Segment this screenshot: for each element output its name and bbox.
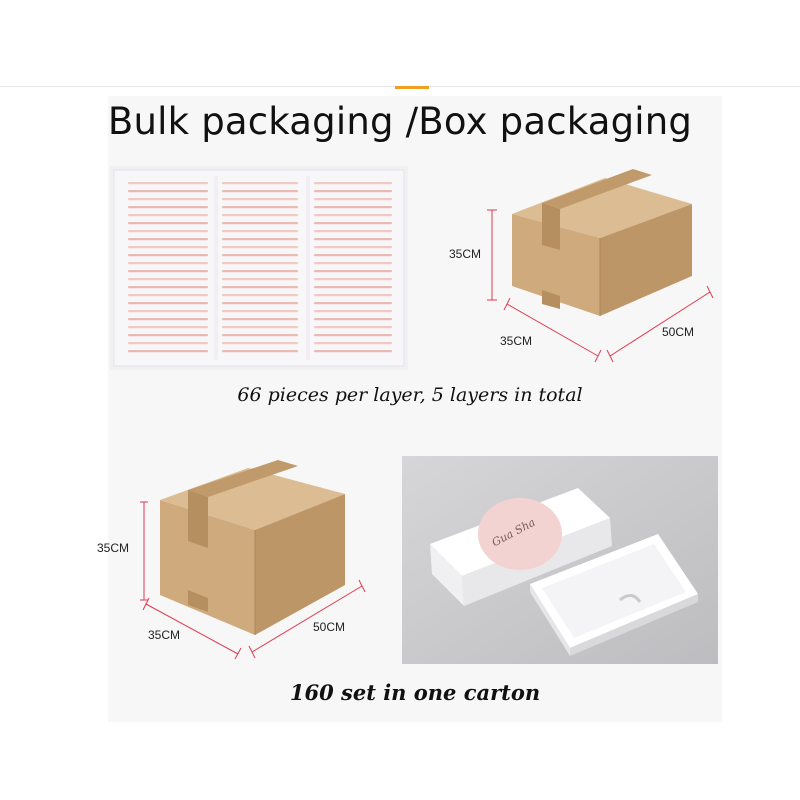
box-caption: 160 set in one carton — [289, 680, 541, 705]
tray-divider — [214, 176, 218, 360]
tray-piece — [222, 254, 298, 257]
tray-piece — [128, 222, 208, 225]
tray-piece — [128, 198, 208, 201]
tray-piece — [128, 294, 208, 297]
tray-piece — [222, 222, 298, 225]
tray-piece — [314, 262, 392, 265]
tray-piece — [222, 286, 298, 289]
tray-piece — [128, 182, 208, 185]
tray-divider — [306, 176, 310, 360]
tray-piece — [314, 342, 392, 345]
tray-piece — [314, 294, 392, 297]
tray-piece — [314, 206, 392, 209]
carton-box-bottom — [160, 460, 345, 635]
tray-piece — [314, 246, 392, 249]
width-label-bottom: 35CM — [148, 628, 181, 642]
carton-box-top — [512, 169, 692, 316]
bulk-tray-photo — [110, 166, 408, 370]
tray-piece — [314, 230, 392, 233]
tray-piece — [314, 350, 392, 353]
length-label-top: 50CM — [662, 325, 695, 339]
tray-piece — [314, 278, 392, 281]
dimension-lines-bottom — [140, 501, 366, 660]
tray-piece — [314, 238, 392, 241]
tray-piece — [222, 198, 298, 201]
width-label-top: 35CM — [500, 334, 533, 348]
tray-piece — [314, 318, 392, 321]
tray-piece — [128, 318, 208, 321]
tray-piece — [222, 262, 298, 265]
tray-piece — [222, 278, 298, 281]
tray-piece — [222, 190, 298, 193]
length-label-bottom: 50CM — [313, 620, 346, 634]
tray-piece — [314, 222, 392, 225]
tray-piece — [314, 270, 392, 273]
dimension-lines-top — [487, 209, 714, 363]
tray-piece — [222, 326, 298, 329]
tray-piece — [128, 190, 208, 193]
tray-piece — [128, 278, 208, 281]
tray-piece — [222, 182, 298, 185]
tray-piece — [222, 302, 298, 305]
tray-piece — [128, 286, 208, 289]
tray-piece — [128, 214, 208, 217]
tray-piece — [128, 310, 208, 313]
tray-piece — [128, 326, 208, 329]
tray-piece — [314, 254, 392, 257]
tray-piece — [128, 262, 208, 265]
tray-piece — [128, 302, 208, 305]
tray-piece — [314, 198, 392, 201]
tray-piece — [314, 182, 392, 185]
height-label-top: 35CM — [449, 247, 482, 261]
tray-piece — [222, 310, 298, 313]
tray-piece — [314, 190, 392, 193]
tray-piece — [314, 310, 392, 313]
tray-piece — [128, 342, 208, 345]
tray-piece — [222, 238, 298, 241]
tray-piece — [128, 246, 208, 249]
tray-piece — [128, 254, 208, 257]
tray-piece — [128, 206, 208, 209]
tray-piece — [222, 270, 298, 273]
tray-piece — [222, 318, 298, 321]
page-title: Bulk packaging /Box packaging — [107, 100, 693, 143]
tray-piece — [222, 350, 298, 353]
tray-piece — [128, 270, 208, 273]
tray-piece — [314, 334, 392, 337]
tray-piece — [128, 334, 208, 337]
tray-piece — [314, 286, 392, 289]
tray-piece — [314, 214, 392, 217]
tray-piece — [222, 342, 298, 345]
tray-piece — [222, 230, 298, 233]
bulk-caption: 66 pieces per layer, 5 layers in total — [237, 384, 583, 406]
tray-piece — [222, 246, 298, 249]
tray-piece — [128, 350, 208, 353]
accent-bar — [395, 86, 429, 89]
tray-piece — [222, 334, 298, 337]
tray-piece — [128, 230, 208, 233]
tray-piece — [222, 294, 298, 297]
tray-piece — [222, 206, 298, 209]
gift-box-photo — [402, 456, 718, 664]
tray-piece — [314, 326, 392, 329]
tray-piece — [222, 214, 298, 217]
tray-piece — [128, 238, 208, 241]
tray-piece — [314, 302, 392, 305]
height-label-bottom: 35CM — [97, 541, 130, 555]
